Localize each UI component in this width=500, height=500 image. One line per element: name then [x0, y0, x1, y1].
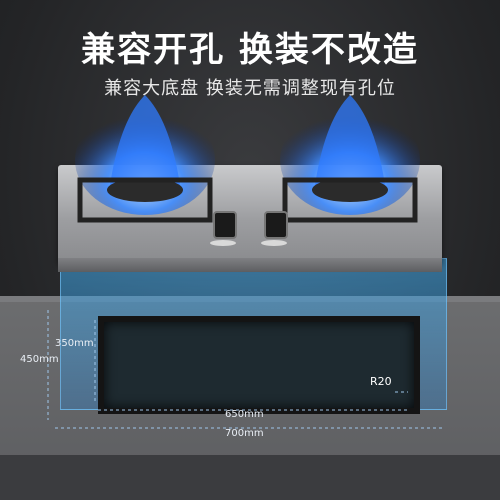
dimension-label-700: 700mm: [225, 428, 264, 439]
left-knob-ring: [210, 240, 236, 246]
dimension-guides: [47, 310, 445, 429]
floor-strip: [0, 455, 500, 500]
right-flame: [315, 95, 385, 185]
dimension-label-450: 450mm: [20, 354, 59, 365]
subline: 兼容大底盘 换装无需调整现有孔位: [104, 78, 396, 99]
right-knob-ring: [261, 240, 287, 246]
right-pan-support: [282, 177, 418, 223]
left-flame: [110, 95, 180, 185]
dimension-label-350: 350mm: [55, 338, 94, 349]
left-knob[interactable]: [213, 211, 237, 239]
headline: 兼容开孔 换装不改造: [81, 30, 419, 70]
left-pan-support: [77, 177, 213, 223]
right-burner-cap: [312, 178, 388, 202]
right-burner: [280, 95, 420, 223]
dimension-label-650: 650mm: [225, 409, 264, 420]
cutout-hole: [98, 316, 420, 414]
left-burner: [75, 95, 215, 223]
left-burner-cap: [107, 178, 183, 202]
right-knob[interactable]: [264, 211, 288, 239]
corner-radius-label: R20: [370, 375, 392, 388]
cooktop-front-edge: [58, 258, 442, 272]
